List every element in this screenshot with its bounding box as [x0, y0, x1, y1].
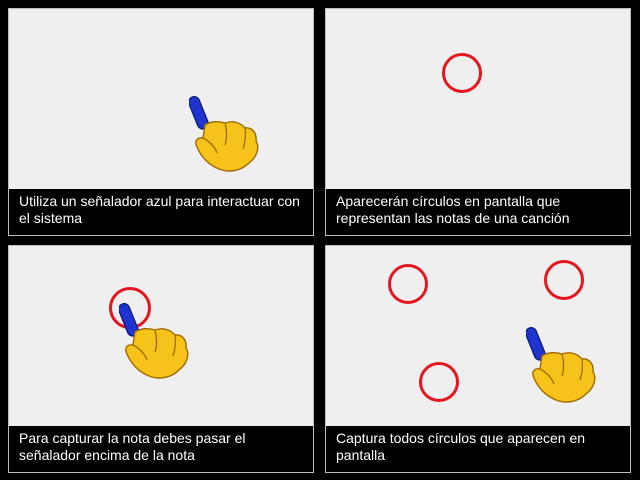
- panel-3-caption: Para capturar la nota debes pasar el señ…: [9, 426, 313, 472]
- note-circle-icon: [419, 362, 459, 402]
- panel-4-scene: [326, 246, 630, 427]
- panel-2: Aparecerán círculos en pantalla que repr…: [325, 8, 631, 236]
- hand-pointer-icon: [526, 326, 596, 403]
- hand-pointer-icon: [189, 95, 259, 172]
- note-circle-icon: [388, 264, 428, 304]
- hand-pointer-icon: [119, 302, 189, 379]
- panel-1-caption: Utiliza un señalador azul para interactu…: [9, 189, 313, 235]
- panel-4: Captura todos círculos que aparecen en p…: [325, 245, 631, 473]
- panel-1: Utiliza un señalador azul para interactu…: [8, 8, 314, 236]
- note-circle-icon: [544, 260, 584, 300]
- panel-2-caption: Aparecerán círculos en pantalla que repr…: [326, 189, 630, 235]
- panel-3: Para capturar la nota debes pasar el señ…: [8, 245, 314, 473]
- note-circle-icon: [442, 53, 482, 93]
- panel-2-scene: [326, 9, 630, 190]
- panel-4-caption: Captura todos círculos que aparecen en p…: [326, 426, 630, 472]
- panel-1-scene: [9, 9, 313, 190]
- panel-3-scene: [9, 246, 313, 427]
